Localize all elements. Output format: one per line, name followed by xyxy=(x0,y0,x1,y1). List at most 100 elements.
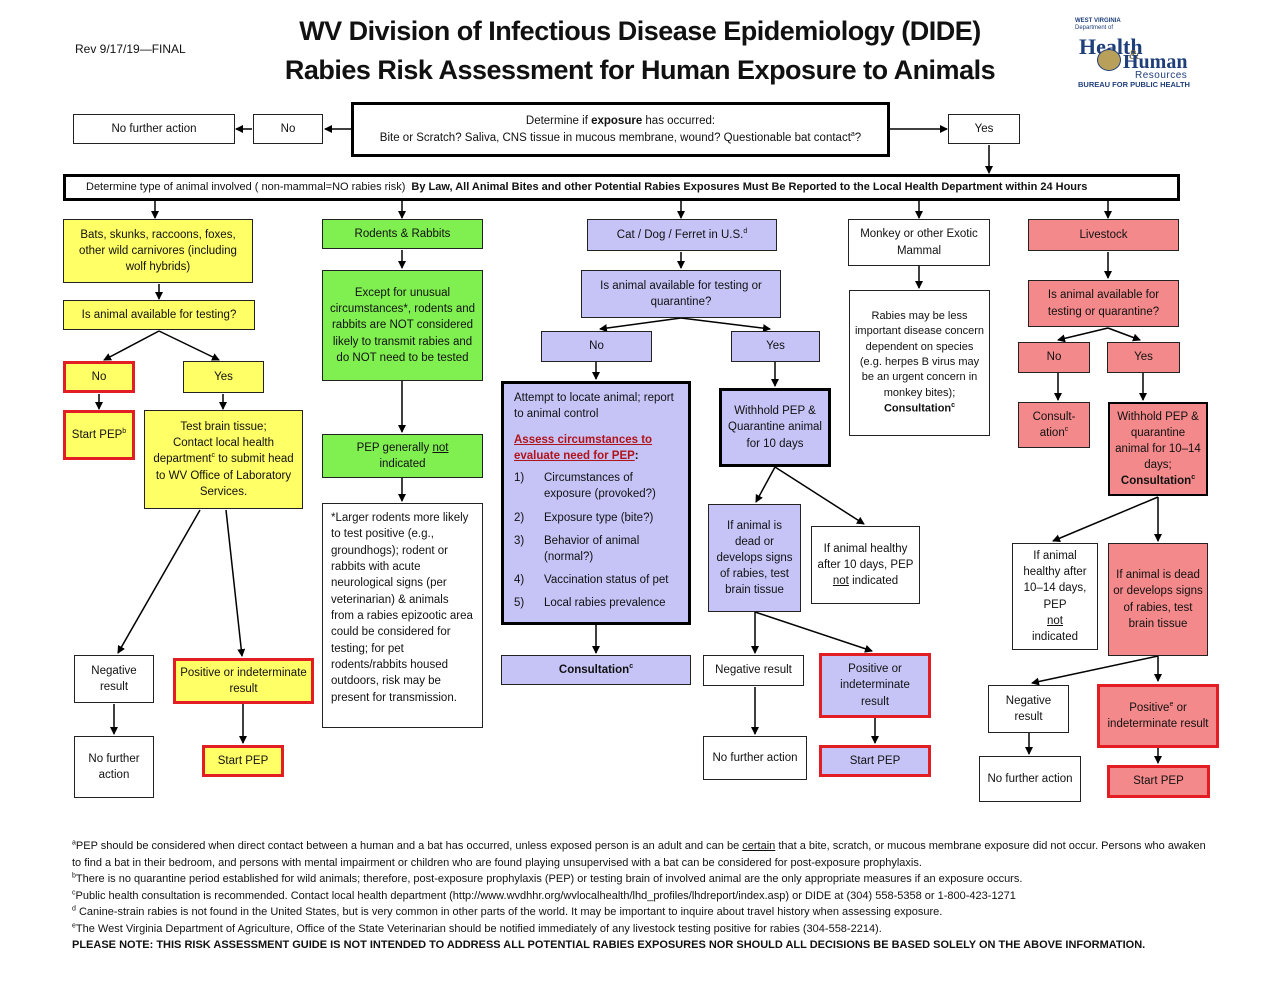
pets-negative-box: Negative result xyxy=(703,655,804,686)
footnote-d: d Canine-strain rabies is not found in t… xyxy=(72,904,1212,921)
footnote-e: eThe West Virginia Department of Agricul… xyxy=(72,921,1212,938)
livestock-no-further-box: No further action xyxy=(979,756,1081,802)
pets-category-sup: d xyxy=(743,228,748,236)
livestock-positive-sup: e xyxy=(1169,701,1174,709)
pets-criterion-item: 3)Behavior of animal (normal?) xyxy=(514,533,678,565)
footnote-b-sup: b xyxy=(72,872,76,880)
livestock-consult-label: Consult-ation xyxy=(1032,410,1076,439)
livestock-positive-pre: Positive xyxy=(1129,701,1170,714)
banner-right: By Law, All Animal Bites and other Poten… xyxy=(411,180,1088,193)
pets-criterion-number: 2) xyxy=(514,511,525,524)
footnote-e-sup: e xyxy=(72,921,76,929)
livestock-positive-box: Positivee or indeterminate result xyxy=(1097,684,1219,748)
pets-criterion-item: 1) Circumstances of exposure (provoked?) xyxy=(514,470,678,502)
bats-start-pep-label: Start PEP xyxy=(71,428,123,441)
rodents-note-box: Except for unusual circumstances*, roden… xyxy=(322,270,483,381)
livestock-withhold-bold: Consultation xyxy=(1120,475,1192,488)
pets-category-box: Cat / Dog / Ferret in U.S.d xyxy=(587,219,777,251)
rodents-category-box: Rodents & Rabbits xyxy=(322,219,483,249)
monkey-note-text: Rabies may be less important disease con… xyxy=(854,309,984,399)
footnote-b-text: There is no quarantine period establishe… xyxy=(75,873,1023,885)
bats-test-line2-pre: Contact local health department xyxy=(153,437,274,466)
pets-assess-end: : xyxy=(634,450,639,463)
exposure-yes-box: Yes xyxy=(948,114,1020,144)
pets-criterion-item: 4)Vaccination status of pet xyxy=(514,572,678,588)
livestock-start-pep-box: Start PEP xyxy=(1107,765,1210,798)
bats-test-sup: c xyxy=(211,452,216,460)
pets-criterion-number: 1) xyxy=(514,472,525,485)
livestock-healthy-not: not xyxy=(1047,614,1063,627)
bats-positive-box: Positive or indeterminate result xyxy=(173,658,314,704)
footnote-a-pre: PEP should be considered when direct con… xyxy=(75,840,743,852)
revision-label: Rev 9/17/19—FINAL xyxy=(75,42,186,56)
pets-criterion-number: 3) xyxy=(514,534,525,547)
footnote-d-sup: d xyxy=(72,905,76,913)
livestock-positive-post: or indeterminate result xyxy=(1107,701,1209,730)
logo-line-1: WEST VIRGINIA xyxy=(1075,18,1121,24)
pets-criterion-text: Circumstances of exposure (provoked?) xyxy=(544,472,656,501)
footnote-c: cPublic health consultation is recommend… xyxy=(72,888,1212,905)
livestock-negative-box: Negative result xyxy=(988,685,1069,733)
banner-left: Determine type of animal involved ( non-… xyxy=(86,180,406,193)
bats-start-pep-final-box: Start PEP xyxy=(202,745,284,777)
livestock-yes-box: Yes xyxy=(1107,342,1180,373)
footnote-a-post: that a bite, scratch, or mucous membrane… xyxy=(72,840,1206,869)
footnote-c-text: Public health consultation is recommende… xyxy=(75,889,1016,902)
pets-yes-box: Yes xyxy=(731,331,820,362)
pets-start-pep-box: Start PEP xyxy=(819,745,931,777)
exposure-no-box: No xyxy=(253,114,323,144)
pets-question-box: Is animal available for testing or quara… xyxy=(581,270,781,318)
logo-human: Human xyxy=(1123,51,1188,73)
logo-ampersand: & xyxy=(1129,48,1140,63)
bats-start-pep-sup: b xyxy=(122,428,127,436)
footnote-a-ul: certain xyxy=(742,840,776,852)
livestock-healthy-box: If animal healthy after 10–14 days, PEP … xyxy=(1012,543,1098,650)
bats-test-box: Test brain tissue; Contact local health … xyxy=(144,410,303,509)
exposure-sup: a xyxy=(850,130,855,138)
livestock-consult-box: Consult-ationc xyxy=(1018,402,1090,448)
exposure-word: exposure xyxy=(591,115,643,128)
pets-healthy-post: indicated xyxy=(852,575,899,588)
exposure-line1-pre: Determine if xyxy=(525,115,592,128)
logo-resources: Resources xyxy=(1135,70,1188,81)
livestock-no-box: No xyxy=(1018,342,1090,373)
bats-no-box: No xyxy=(63,361,135,393)
livestock-withhold-box: Withhold PEP & quarantine animal for 10–… xyxy=(1108,402,1208,496)
bats-test-line1: Test brain tissue; xyxy=(180,421,267,434)
please-note: PLEASE NOTE: THIS RISK ASSESSMENT GUIDE … xyxy=(72,939,1146,951)
logo-line-2: Department of xyxy=(1075,24,1114,31)
pets-no-box: No xyxy=(541,331,652,362)
title-line-1: WV Division of Infectious Disease Epidem… xyxy=(299,16,981,46)
pets-criterion-number: 5) xyxy=(514,596,525,609)
pets-withhold-box: Withhold PEP & Quarantine animal for 10 … xyxy=(719,388,831,467)
pets-consultation-box: Consultationc xyxy=(501,655,691,685)
pets-criterion-text: Exposure type (bite?) xyxy=(544,511,654,524)
pets-criterion-item: 5)Local rabies prevalence xyxy=(514,595,678,611)
bats-question-box: Is animal available for testing? xyxy=(63,300,255,330)
pets-assess-text: Assess circumstances to evaluate need fo… xyxy=(514,434,653,463)
dhhr-logo: WEST VIRGINIA Department of Health & Hum… xyxy=(1075,18,1215,90)
livestock-withhold-text: Withhold PEP & quarantine animal for 10–… xyxy=(1115,410,1201,472)
livestock-dead-box: If animal is dead or develops signs of r… xyxy=(1108,543,1208,656)
bats-negative-box: Negative result xyxy=(74,655,154,703)
footnote-b: bThere is no quarantine period establish… xyxy=(72,871,1212,888)
pets-dead-box: If animal is dead or develops signs of r… xyxy=(708,504,801,612)
rodents-pep-post: indicated xyxy=(379,458,426,470)
monkey-category-box: Monkey or other Exotic Mammal xyxy=(848,219,990,266)
logo-bureau: BUREAU FOR PUBLIC HEALTH xyxy=(1078,80,1190,89)
pets-healthy-box: If animal healthy after 10 days, PEP not… xyxy=(811,526,920,604)
monkey-consultation-sup: c xyxy=(951,402,956,410)
pets-healthy-pre: If animal healthy after 10 days, PEP xyxy=(817,542,914,571)
footnotes: aPEP should be considered when direct co… xyxy=(72,838,1212,954)
wv-seal-icon xyxy=(1097,49,1121,71)
footnote-a-sup: a xyxy=(72,839,76,847)
rodents-pep-box: PEP generally not indicated xyxy=(322,434,483,478)
monkey-note-box: Rabies may be less important disease con… xyxy=(849,290,990,436)
pets-criteria-list: 1) Circumstances of exposure (provoked?) 2… xyxy=(514,470,678,618)
footnote-e-text: The West Virginia Department of Agricult… xyxy=(75,922,882,935)
pets-attempt-box: Attempt to locate animal; report to anim… xyxy=(501,381,691,625)
rodents-pep-not: not xyxy=(432,441,449,454)
bats-yes-box: Yes xyxy=(183,361,264,393)
footnote-d-text: Canine-strain rabies is not found in the… xyxy=(75,906,943,918)
